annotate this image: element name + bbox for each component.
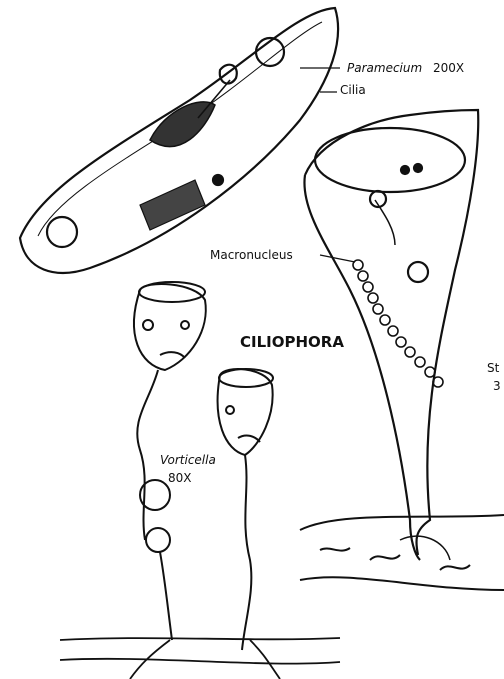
- substrate: [300, 515, 504, 590]
- vorticella-label: Vorticella: [160, 453, 216, 467]
- stentor-label-partial: St: [487, 361, 499, 375]
- stentor-magnification-partial: 3: [493, 379, 501, 393]
- macronucleus-label: Macronucleus: [210, 248, 293, 262]
- paramecium-label: Paramecium: [347, 61, 422, 75]
- cilia-label: Cilia: [340, 83, 366, 97]
- paramecium-magnification: 200X: [433, 61, 464, 75]
- contractile-vacuole: [47, 217, 77, 247]
- substrate-bottom: [60, 638, 340, 679]
- paramecium: [20, 8, 338, 273]
- leader-lines: [300, 68, 355, 262]
- phylum-label: CILIOPHORA: [240, 333, 344, 351]
- vorticella-magnification: 80X: [168, 471, 192, 485]
- macronucleus-chain: [353, 260, 443, 387]
- macronucleus-paramecium: [140, 180, 205, 230]
- vorticella-right: [218, 369, 273, 650]
